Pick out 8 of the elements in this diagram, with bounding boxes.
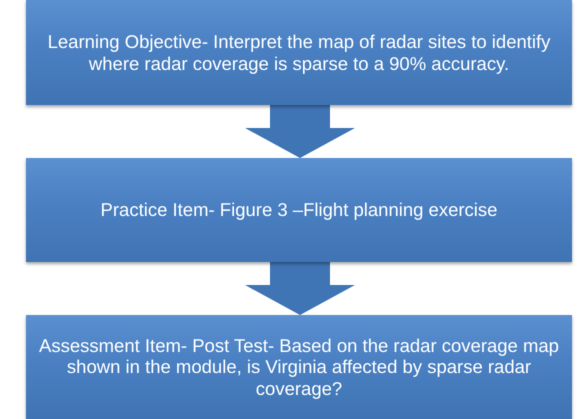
block-arrow <box>245 262 355 315</box>
process-box <box>26 0 572 105</box>
process-box <box>26 158 572 262</box>
box-text: Learning Objective- Interpret the map of radar sites to identify where radar coverage is sparse to a 90% accuracy. <box>46 31 552 74</box>
block-arrow <box>245 105 355 158</box>
box-text: Assessment Item- Post Test- Based on the radar coverage map shown in the module, is Virginia affected by sparse radar coverage? <box>38 335 560 399</box>
process-box <box>26 315 572 419</box>
box-text: Practice Item- Figure 3 –Flight planning exercise <box>100 199 498 221</box>
